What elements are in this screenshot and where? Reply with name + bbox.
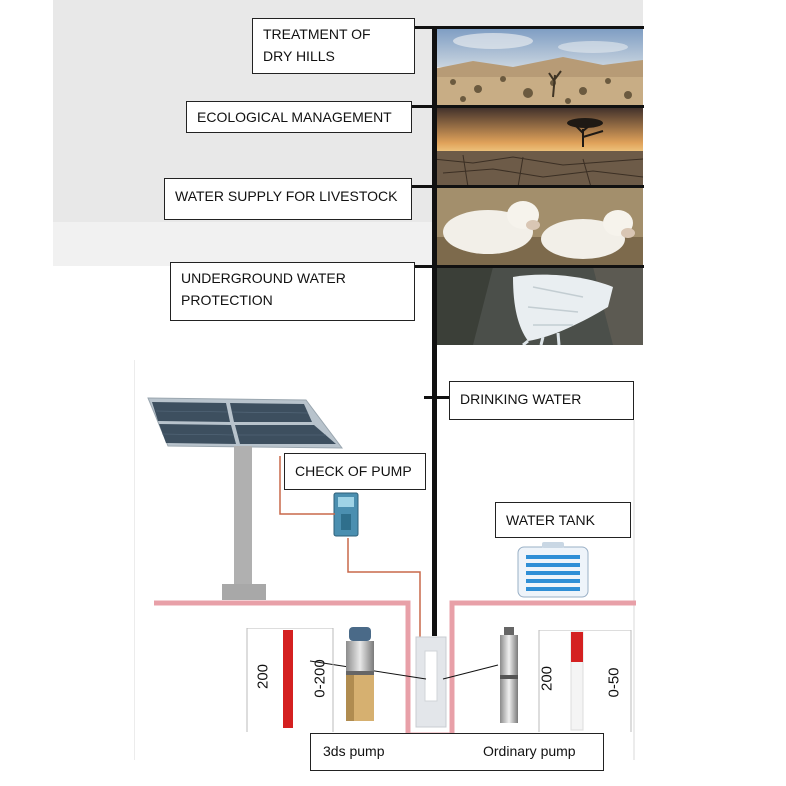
right-depth-gauge [537,629,633,732]
dry-hills-label: TREATMENT OF DRY HILLS [252,18,415,74]
divider-line-2 [420,105,644,108]
left-depth-label: 200 [254,663,272,690]
left-depth-gauge [245,627,335,732]
drinking-connector [424,396,449,399]
ecological-label: ECOLOGICAL MANAGEMENT [186,101,412,133]
ordinary-pump-icon [496,627,522,725]
underground-water-photo [433,267,643,345]
right-depth-label: 200 [538,665,556,692]
left-range-label: 0-200 [311,659,329,698]
pump-names-box: 3ds pump Ordinary pump [310,733,604,771]
check-pump-label: CHECK OF PUMP [284,453,426,490]
pump-ordinary-label: Ordinary pump [483,743,576,759]
background-panel-lower [53,222,433,266]
water-tank-icon [516,541,590,601]
right-range-label: 0-50 [605,667,623,698]
wiring [279,456,421,638]
submersible-pump-icon [343,627,377,723]
water-tank-label: WATER TANK [495,502,631,538]
livestock-label: WATER SUPPLY FOR LIVESTOCK [164,178,412,220]
bottom-frame [133,360,638,760]
connector-2 [412,105,433,108]
dry-hills-photo [433,27,643,107]
underground-label: UNDERGROUND WATER PROTECTION [170,262,415,321]
livestock-photo [433,187,643,267]
connector-4 [412,265,433,268]
divider-line-3 [420,185,644,188]
pump-3ds-label: 3ds pump [323,743,385,759]
drinking-label: DRINKING WATER [449,381,634,420]
trunk-line [432,26,437,636]
connector-3 [412,185,433,188]
divider-line-1 [422,26,644,29]
ecological-photo [433,107,643,187]
solar-panel-icon [146,394,346,604]
connector-1 [415,26,433,29]
divider-line-4 [420,265,644,268]
